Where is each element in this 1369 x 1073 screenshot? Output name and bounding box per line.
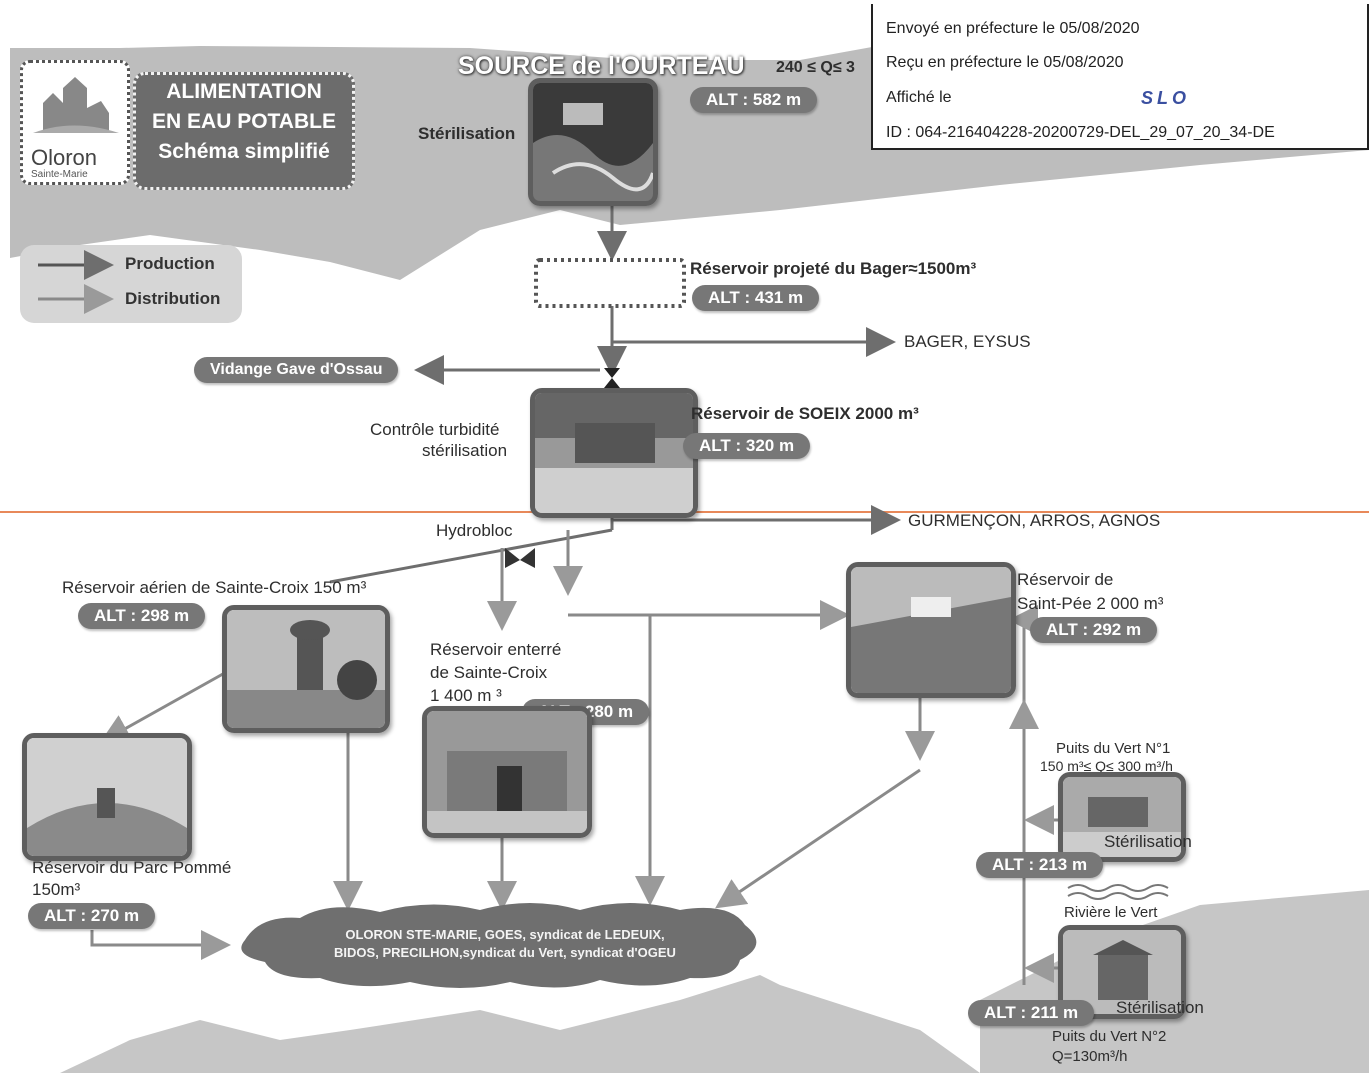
vidange-label: Vidange Gave d'Ossau xyxy=(194,357,399,383)
soeix-name: Réservoir de SOEIX 2000 m³ xyxy=(691,404,919,423)
source-treatment: Stérilisation xyxy=(418,124,516,143)
bager-eysus-label: BAGER, EYSUS xyxy=(904,332,1031,351)
stamp-id: ID : 064-216404228-20200729-DEL_29_07_20… xyxy=(886,124,1275,141)
sainte-croix-aerien-photo xyxy=(222,605,390,733)
valve-icon xyxy=(505,548,535,568)
puits1-line1: Puits du Vert N°1 xyxy=(1056,740,1171,757)
valve-icon-soeix xyxy=(604,368,620,388)
riviere-label: Rivière le Vert xyxy=(1064,904,1158,921)
puits2-line2: Q=130m³/h xyxy=(1052,1048,1128,1065)
bager-alt: ALT : 431 m xyxy=(692,285,820,311)
stamp-posted: Affiché le xyxy=(886,89,952,106)
source-alt: ALT : 582 m xyxy=(690,87,818,113)
source-photo xyxy=(528,78,658,206)
sainte-croix-enterre-line2: de Sainte-Croix xyxy=(430,663,548,682)
logo-line1: Oloron xyxy=(31,145,98,170)
sainte-croix-aerien-name: Réservoir aérien de Sainte-Croix 150 m³ xyxy=(62,578,367,597)
soeix-treatment2: stérilisation xyxy=(422,441,508,460)
parc-pomme-line2: 150m³ xyxy=(32,880,81,899)
oloron-logo: Oloron Sainte-Marie xyxy=(20,60,130,185)
saint-pee-line2: Saint-Pée 2 000 m³ xyxy=(1017,594,1164,613)
destination-cloud xyxy=(241,903,757,988)
legend-production: Production xyxy=(125,254,215,273)
cloud-line1: OLORON STE-MARIE, GOES, syndicat de LEDE… xyxy=(345,927,665,942)
saint-pee-photo xyxy=(846,562,1016,698)
legend-arrows xyxy=(38,250,114,314)
puits2-treatment: Stérilisation xyxy=(1116,998,1204,1017)
terrain-bottom-left xyxy=(60,975,980,1073)
slo-logo: SLO xyxy=(1141,88,1191,108)
sainte-croix-enterre-line1: Réservoir enterré xyxy=(430,640,562,659)
gurmencon-label: GURMENÇON, ARROS, AGNOS xyxy=(908,511,1161,530)
hydrobloc-label: Hydrobloc xyxy=(436,521,513,540)
puits1-treatment: Stérilisation xyxy=(1104,832,1192,851)
puits1-alt: ALT : 213 m xyxy=(976,852,1104,878)
title-line3: Schéma simplifié xyxy=(158,140,330,163)
puits2-alt: ALT : 211 m xyxy=(968,1000,1095,1026)
cloud-line2: BIDOS, PRECILHON,syndicat du Vert, syndi… xyxy=(334,945,676,960)
puits1-line2: 150 m³≤ Q≤ 300 m³/h xyxy=(1040,758,1173,774)
title-line1: ALIMENTATION xyxy=(166,80,322,103)
source-flow: 240 ≤ Q≤ 3 xyxy=(776,59,855,76)
saint-pee-alt: ALT : 292 m xyxy=(1030,617,1158,643)
parc-pomme-line1: Réservoir du Parc Pommé xyxy=(32,858,232,877)
sainte-croix-enterre-line3: 1 400 m ³ xyxy=(430,686,502,705)
logo-line2: Sainte-Marie xyxy=(31,169,88,180)
soeix-treatment1: Contrôle turbidité xyxy=(370,420,500,439)
bager-name: Réservoir projeté du Bager≈1500m³ xyxy=(690,259,977,278)
saint-pee-line1: Réservoir de xyxy=(1017,570,1114,589)
legend-distribution: Distribution xyxy=(125,289,221,308)
sainte-croix-enterre-photo xyxy=(422,706,592,838)
river-waves xyxy=(1067,884,1169,900)
stamp-sent: Envoyé en préfecture le 05/08/2020 xyxy=(886,20,1140,37)
legend: Production Distribution xyxy=(20,245,242,323)
parc-pomme-photo xyxy=(22,733,192,861)
stamp-received: Reçu en préfecture le 05/08/2020 xyxy=(886,54,1124,71)
title-line2: EN EAU POTABLE xyxy=(152,110,336,133)
castle-icon xyxy=(33,77,119,133)
puits2-line1: Puits du Vert N°2 xyxy=(1052,1028,1167,1045)
source-name: SOURCE de l'OURTEAU xyxy=(458,52,745,80)
puits1-photo xyxy=(1058,772,1186,862)
bager-reservoir-box xyxy=(534,258,686,308)
parc-pomme-alt: ALT : 270 m xyxy=(28,903,156,929)
soeix-photo xyxy=(530,388,698,518)
soeix-alt: ALT : 320 m xyxy=(683,433,811,459)
prefecture-stamp: Envoyé en préfecture le 05/08/2020 Reçu … xyxy=(871,4,1369,150)
sainte-croix-aerien-alt: ALT : 298 m xyxy=(78,603,206,629)
title-box: ALIMENTATION EN EAU POTABLE Schéma simpl… xyxy=(133,72,355,190)
